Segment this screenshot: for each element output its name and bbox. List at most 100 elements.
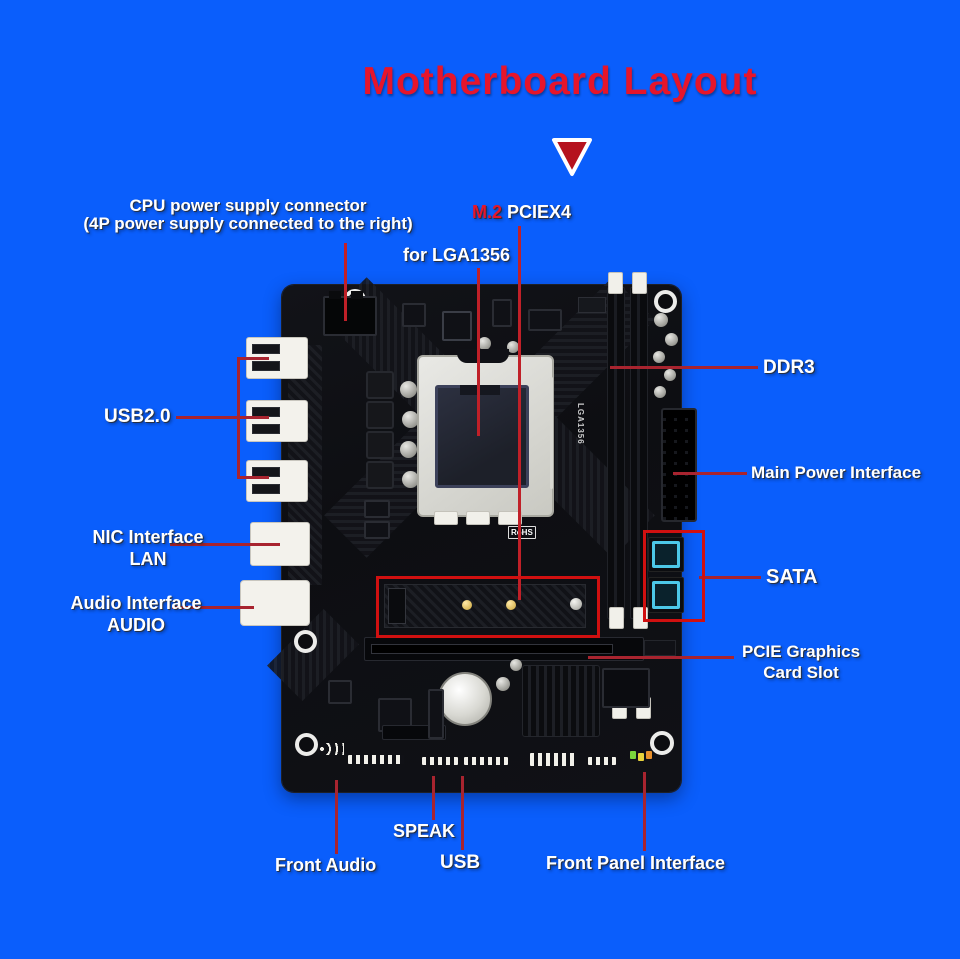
ddr3-label: DDR3 (763, 357, 815, 378)
speaker-header (422, 757, 458, 765)
sata-port (648, 577, 684, 613)
nic-label: NIC Interface LAN (68, 526, 228, 570)
usb2-pointer-line (176, 416, 269, 419)
audio-port (240, 580, 310, 626)
pcie-x16-slot (364, 637, 644, 661)
cmos-battery (438, 672, 492, 726)
cpu-cover-plate (435, 385, 529, 488)
header-pins (428, 689, 444, 739)
sata-port (648, 537, 684, 572)
sata-highlight-box (643, 530, 705, 622)
nic-label-line1: NIC Interface (92, 527, 204, 547)
usb2-port-stack (246, 460, 308, 502)
mount-hole (295, 733, 318, 756)
m2-slot-area (384, 584, 586, 628)
capacitor (402, 411, 419, 428)
cpu-power-pointer-line (344, 243, 347, 321)
m2-standoff (462, 600, 472, 610)
cpu-power-label: CPU power supply connector (4P power sup… (62, 197, 434, 233)
nic-pointer-line (170, 543, 280, 546)
cpu-power-label-line2: (4P power supply connected to the right) (83, 214, 413, 233)
capacitor (510, 659, 522, 671)
ddr3-slot (607, 287, 625, 619)
usb2-bracket-line (237, 357, 269, 360)
for-lga-label: for LGA1356 (403, 245, 511, 265)
main-power-label: Main Power Interface (751, 463, 922, 482)
page-title: Motherboard Layout (362, 60, 758, 103)
rohs-mark: RoHS (508, 526, 536, 539)
board-component (492, 299, 512, 327)
vrm-choke (366, 431, 394, 459)
board-component (364, 500, 390, 518)
ddr-clip (632, 272, 647, 294)
header-pins (588, 757, 616, 765)
ddr-clip (609, 607, 624, 629)
board-component (578, 297, 606, 313)
socket-tab (466, 511, 490, 525)
speak-pointer-line (432, 776, 435, 820)
usb-slot (252, 424, 280, 434)
board-component (351, 291, 363, 299)
usb-slot (252, 361, 280, 371)
capacitor (664, 369, 676, 381)
vrm-choke (366, 461, 394, 489)
mount-hole (650, 731, 674, 755)
capacitor (400, 441, 417, 458)
m2-connector (388, 588, 406, 624)
cpu-power-label-line1: CPU power supply connector (129, 196, 367, 215)
capacitor (496, 677, 510, 691)
pcie-label: PCIE Graphics Card Slot (722, 641, 880, 683)
pcie-pointer-line (588, 656, 734, 659)
sata-pointer-line (699, 576, 761, 579)
m2-standoff (506, 600, 516, 610)
mount-hole (294, 630, 317, 653)
mount-hole (654, 290, 677, 313)
speak-label: SPEAK (393, 821, 456, 841)
capacitor (507, 341, 519, 353)
down-arrow-icon (552, 138, 592, 176)
cpu-cover-tab (460, 385, 500, 395)
board-component (644, 640, 676, 656)
ddr3-pointer-line (610, 366, 758, 369)
board-component (328, 680, 352, 704)
usb-pointer-line (461, 776, 464, 850)
socket-tab (434, 511, 458, 525)
capacitor (402, 471, 419, 488)
chipset-heatsink (522, 665, 600, 737)
front-audio-label: Front Audio (275, 855, 377, 875)
audio-pointer-line (172, 606, 254, 609)
capacitor (653, 351, 665, 363)
vrm-choke (366, 401, 394, 429)
for-lga-pointer-line (477, 268, 480, 436)
m2-pointer-line (518, 226, 521, 600)
header-pins (348, 755, 404, 764)
board-component (364, 521, 390, 539)
led-orange (646, 751, 652, 759)
m2-standoff (570, 598, 582, 610)
atx-24pin-connector (661, 408, 697, 522)
board-component (528, 309, 562, 331)
led-green (630, 751, 636, 759)
socket-print-text: LGA1356 (576, 403, 585, 445)
usb2-port-stack (246, 400, 308, 442)
audio-label-line1: Audio Interface (70, 593, 202, 613)
board-component (402, 303, 426, 327)
capacitor (654, 386, 666, 398)
front-audio-pointer-line (335, 780, 338, 854)
led-yellow (638, 753, 644, 761)
cpu-socket-notch (457, 349, 509, 363)
pciex4-label: PCIEX4 (507, 202, 572, 222)
main-power-pointer-line (673, 472, 747, 475)
pcie-label-line1: PCIE Graphics (741, 642, 861, 661)
vrm-choke (366, 371, 394, 399)
audio-label-line2: AUDIO (107, 615, 165, 635)
usb2-bracket-line (237, 476, 269, 479)
nic-label-line2: LAN (129, 549, 167, 569)
board-component (602, 668, 650, 708)
m2-label-red: M.2 (472, 202, 503, 222)
usb-slot (252, 344, 280, 354)
front-panel-header (530, 753, 578, 766)
motherboard-image: RoHS LGA1356 (267, 272, 697, 792)
front-panel-label: Front Panel Interface (546, 853, 726, 873)
